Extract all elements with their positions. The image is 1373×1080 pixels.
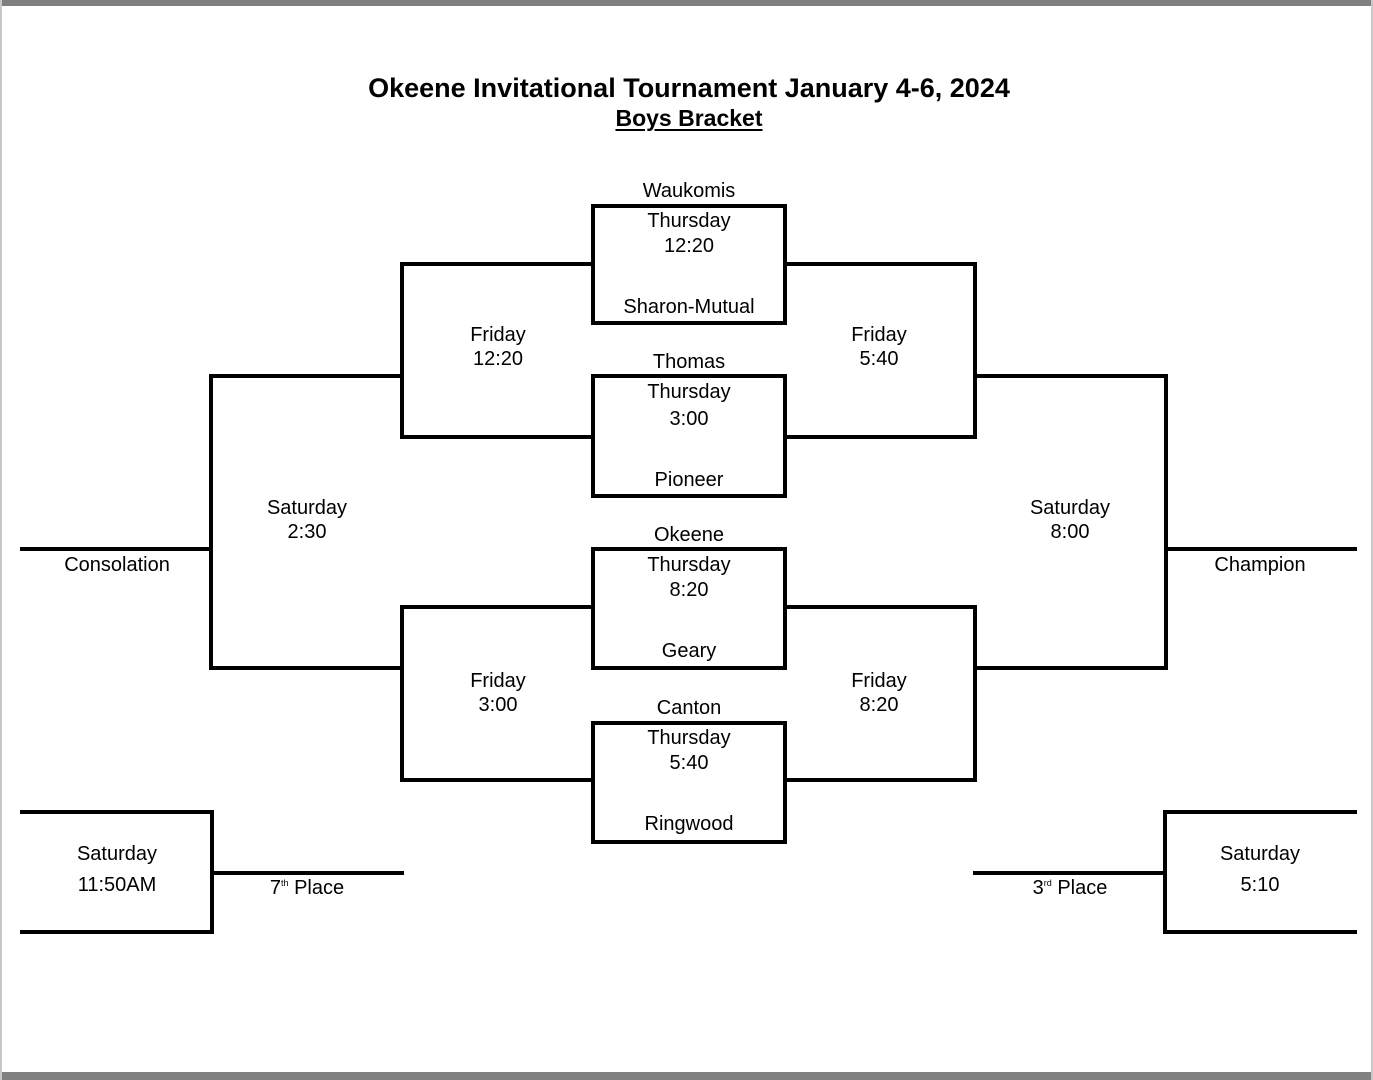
game-time: 5:40 xyxy=(859,348,899,370)
third-place-box xyxy=(1163,810,1357,934)
team-label: Pioneer xyxy=(654,469,724,491)
champion-label: Champion xyxy=(1214,554,1306,576)
game-day: Friday xyxy=(470,324,526,346)
game-time: 12:20 xyxy=(472,348,524,370)
game-day: Saturday xyxy=(1219,843,1301,865)
game-day: Thursday xyxy=(647,381,731,403)
left-semi-bracket-1 xyxy=(400,262,595,439)
game-day: Thursday xyxy=(647,210,731,232)
game-time: 12:20 xyxy=(663,235,715,257)
game-day: Friday xyxy=(851,324,907,346)
left-final-bracket xyxy=(209,374,404,670)
place-suffix: rd xyxy=(1043,878,1052,888)
game-time: 3:00 xyxy=(669,408,709,430)
page-right-edge xyxy=(1371,0,1373,1080)
place-number: 7 xyxy=(269,877,281,899)
game-day: Friday xyxy=(851,670,907,692)
seventh-place-box xyxy=(20,810,214,934)
team-label: Geary xyxy=(661,640,717,662)
team-label: Canton xyxy=(656,697,722,719)
page-left-edge xyxy=(0,0,2,1080)
seventh-place-label: 7th Place xyxy=(207,876,407,901)
team-label: Thomas xyxy=(652,351,726,373)
game-day: Thursday xyxy=(647,554,731,576)
game-day: Saturday xyxy=(76,843,158,865)
team-label: Ringwood xyxy=(644,813,734,835)
team-label: Waukomis xyxy=(642,180,736,202)
right-semi-bracket-2 xyxy=(783,605,977,782)
place-number: 3 xyxy=(1032,877,1044,899)
window-top-border xyxy=(0,0,1373,6)
place-word: Place xyxy=(294,877,345,899)
consolation-label: Consolation xyxy=(64,554,170,576)
game-time: 8:20 xyxy=(669,579,709,601)
third-place-label: 3rd Place xyxy=(970,876,1170,901)
right-final-bracket xyxy=(973,374,1168,670)
game-time: 2:30 xyxy=(287,521,327,543)
game-time: 5:10 xyxy=(1240,874,1280,896)
game-time: 8:00 xyxy=(1050,521,1090,543)
page-title: Okeene Invitational Tournament January 4… xyxy=(368,73,1010,103)
bracket-subtitle: Boys Bracket xyxy=(0,103,1373,133)
game-day: Saturday xyxy=(1029,497,1111,519)
place-word: Place xyxy=(1057,877,1108,899)
game-day: Friday xyxy=(470,670,526,692)
left-semi-bracket-2 xyxy=(400,605,595,782)
bracket-subtitle-text: Boys Bracket xyxy=(615,105,763,131)
right-semi-bracket-1 xyxy=(783,262,977,439)
match-box-4 xyxy=(591,721,787,844)
game-time: 8:20 xyxy=(859,694,899,716)
place-suffix: th xyxy=(281,878,289,888)
team-label: Okeene xyxy=(653,524,725,546)
game-time: 3:00 xyxy=(478,694,518,716)
team-label: Sharon-Mutual xyxy=(623,296,755,318)
game-day: Thursday xyxy=(647,727,731,749)
game-time: 5:40 xyxy=(669,752,709,774)
game-time: 11:50AM xyxy=(77,874,157,896)
window-bottom-border xyxy=(0,1072,1373,1080)
game-day: Saturday xyxy=(266,497,348,519)
